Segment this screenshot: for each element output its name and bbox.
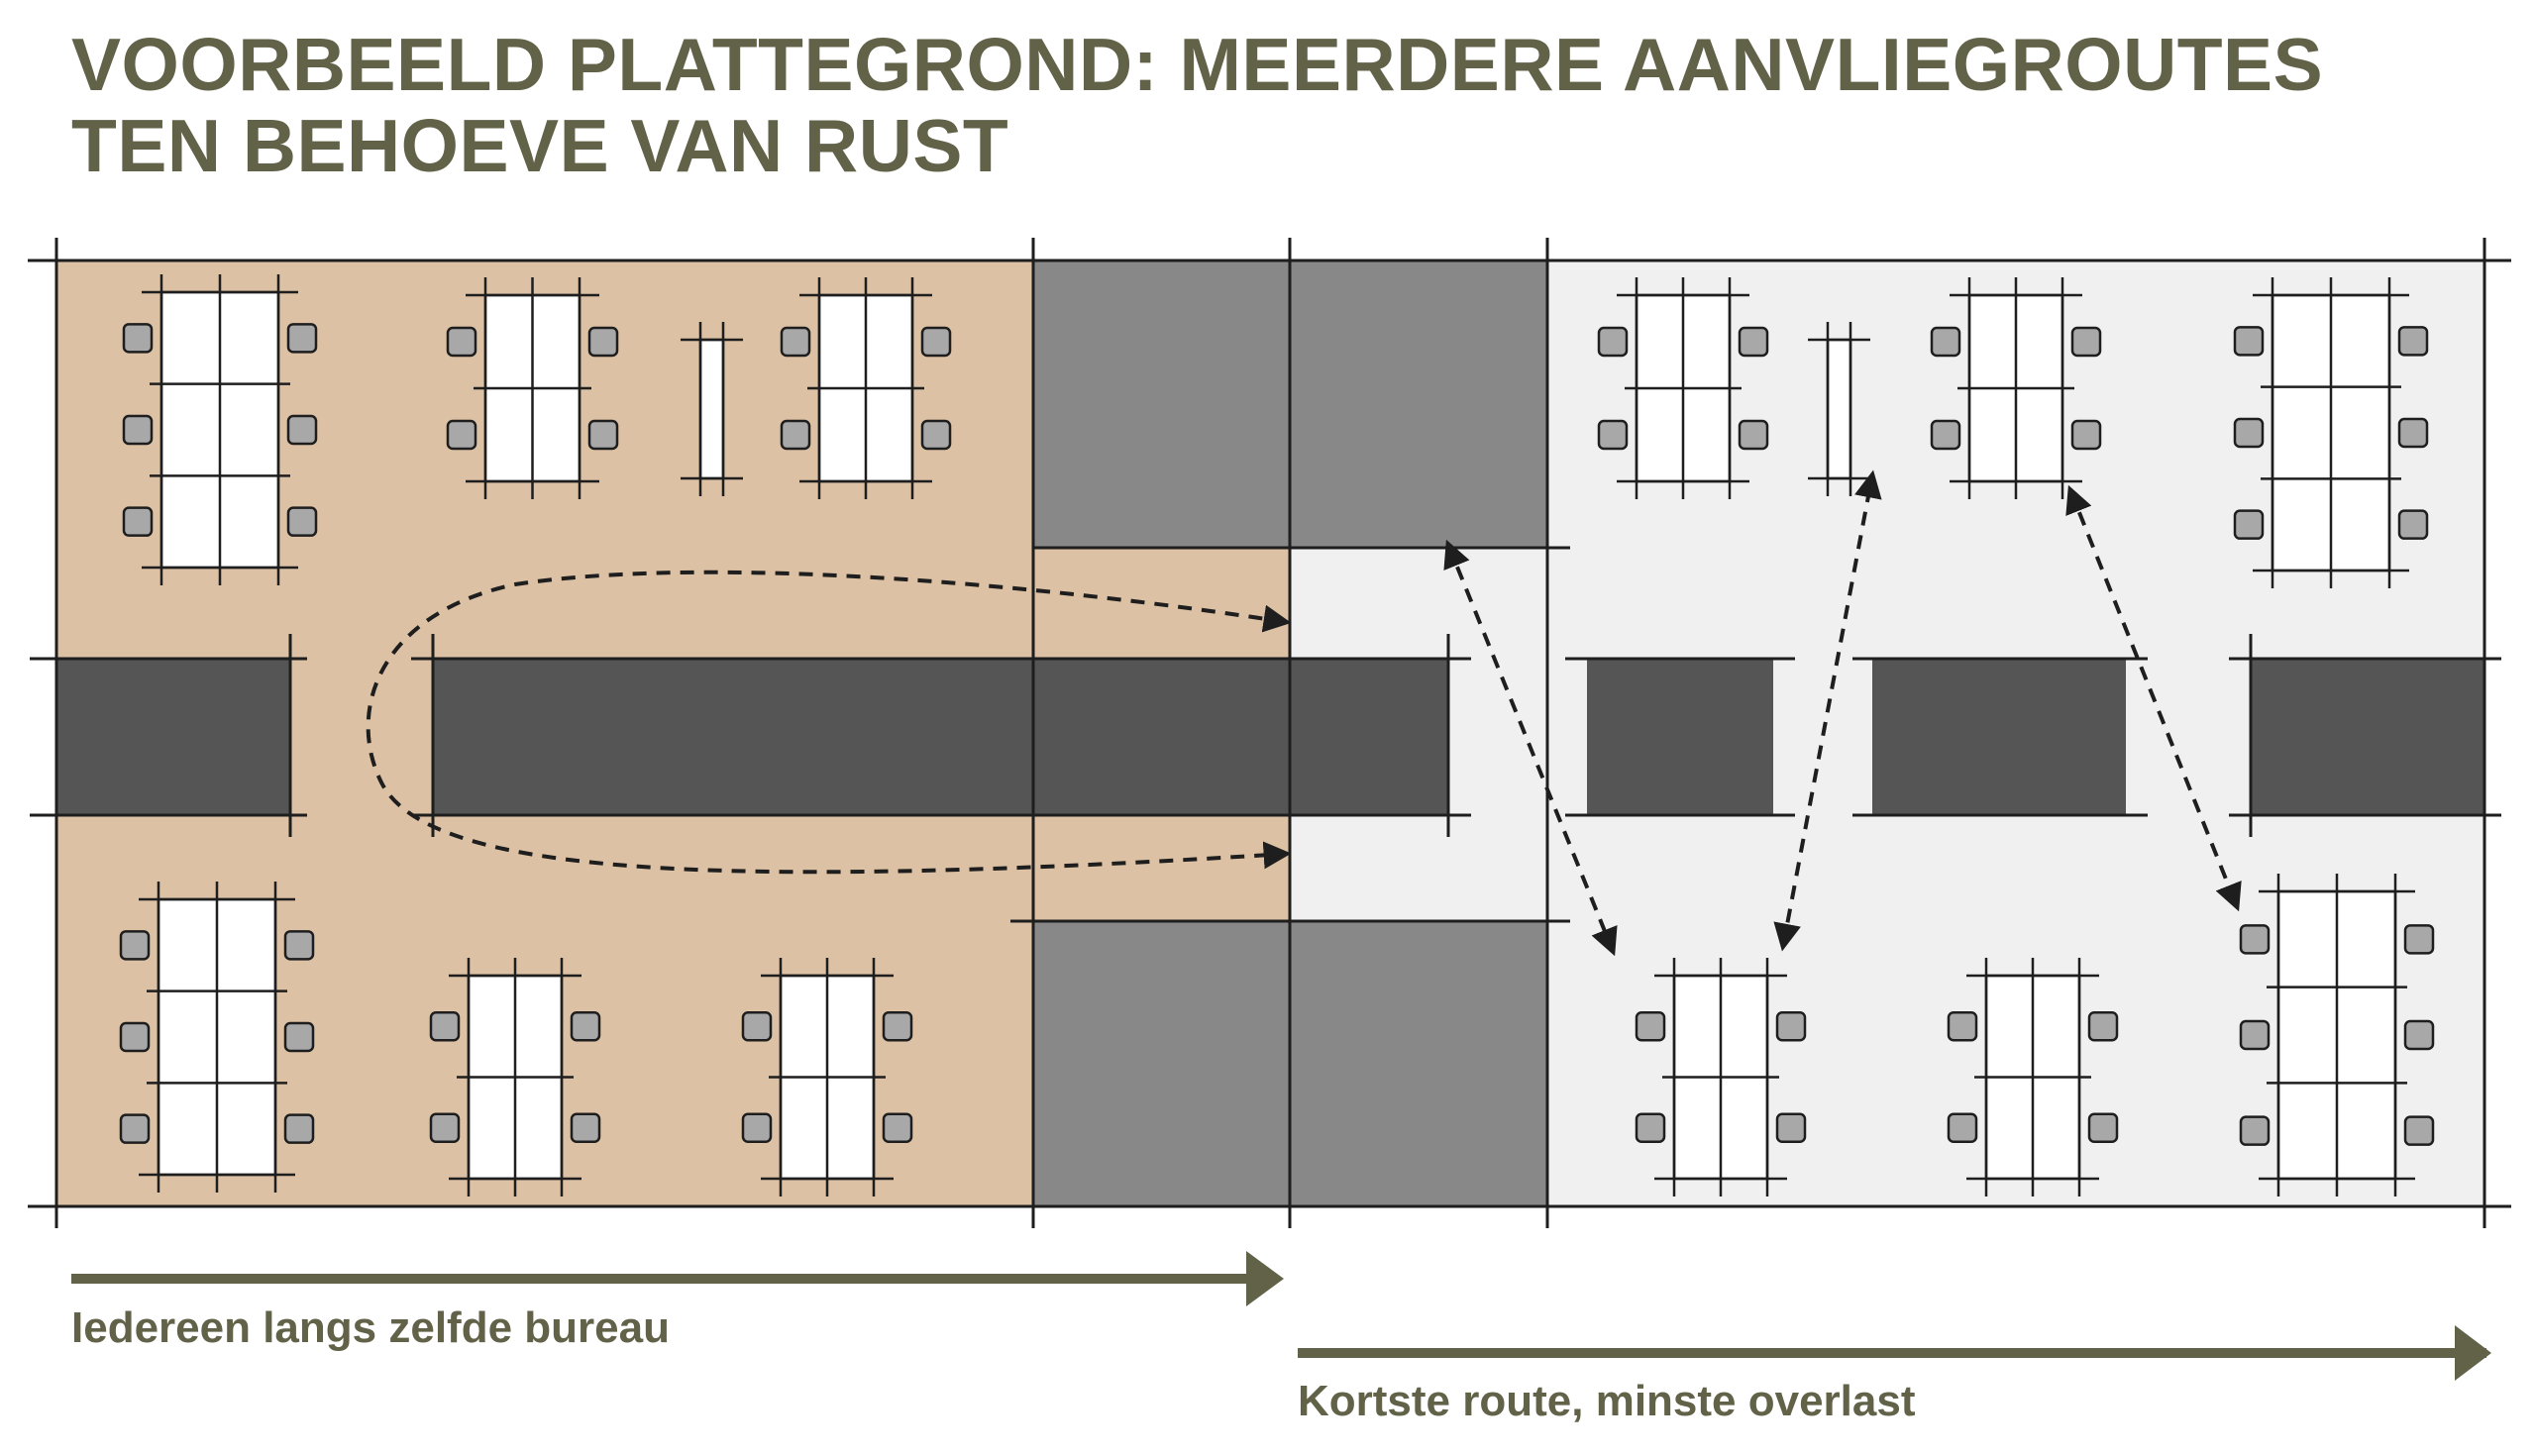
arrow-left-shaft (71, 1274, 1250, 1284)
desk-cluster (1635, 958, 1807, 1196)
chair (446, 326, 477, 358)
chair (587, 419, 619, 451)
chair (1947, 1112, 1978, 1143)
arrow-right-shaft (1298, 1348, 2486, 1358)
chair (2397, 417, 2429, 449)
chair (2070, 326, 2102, 358)
corridor-4 (1872, 659, 2126, 815)
chair (1635, 1011, 1666, 1042)
desk-clusters (119, 274, 2435, 1196)
chair (283, 930, 315, 961)
chair (1738, 419, 1769, 451)
chair (780, 326, 811, 358)
chair (2403, 1019, 2435, 1051)
desk-cluster (2233, 277, 2429, 588)
corridor-1 (56, 659, 290, 815)
chair (283, 1113, 315, 1144)
arrow-right-head (2455, 1325, 2491, 1381)
chair (2239, 1019, 2271, 1051)
desk-cluster (1597, 277, 1769, 499)
chair (2087, 1011, 2119, 1042)
routes (366, 469, 2242, 957)
chair (2403, 1115, 2435, 1146)
desk-cluster (681, 322, 743, 496)
desk-cluster (429, 958, 601, 1196)
chair (122, 414, 154, 446)
route-right-2 (1773, 469, 1882, 952)
bottom-arrows (71, 1251, 2491, 1381)
corridor-5 (2251, 659, 2484, 815)
chair (446, 419, 477, 451)
chair (882, 1112, 913, 1143)
chair (283, 1021, 315, 1053)
chair (2239, 924, 2271, 955)
chair (2070, 419, 2102, 451)
chair (920, 326, 952, 358)
chair (2397, 509, 2429, 540)
chair (1775, 1011, 1807, 1042)
chair (286, 323, 318, 354)
route-right-3 (2065, 484, 2242, 912)
route-loop (366, 570, 1292, 875)
desk (698, 338, 725, 480)
chair (1597, 326, 1629, 358)
corridor-2 (433, 659, 1448, 815)
chair (882, 1011, 913, 1042)
chair (429, 1112, 461, 1143)
corridor-3 (1587, 659, 1773, 815)
page-title: VOORBEELD PLATTEGROND: MEERDERE AANVLIEG… (71, 23, 2324, 187)
desk-cluster (741, 958, 913, 1196)
chair (1775, 1112, 1807, 1143)
caption-right: Kortste route, minste overlast (1298, 1377, 1916, 1425)
chair (2233, 417, 2265, 449)
chair (286, 414, 318, 446)
chair (2403, 924, 2435, 955)
desk-cluster (2239, 874, 2435, 1196)
chair (2239, 1115, 2271, 1146)
desk-cluster (122, 274, 318, 585)
chair (119, 1021, 151, 1053)
chair (780, 419, 811, 451)
chair (1930, 419, 1961, 451)
chair (1947, 1011, 1978, 1042)
chair (429, 1011, 461, 1042)
chair (1930, 326, 1961, 358)
chair (2087, 1112, 2119, 1143)
chair (741, 1011, 773, 1042)
chair (122, 323, 154, 354)
desk-cluster (446, 277, 619, 499)
desk-cluster (780, 277, 952, 499)
chair (2397, 326, 2429, 357)
desk-cluster (1947, 958, 2119, 1196)
route-right-1 (1443, 539, 1618, 957)
arrow-left-head (1246, 1251, 1284, 1306)
chair (2233, 509, 2265, 540)
desk-cluster (119, 882, 315, 1193)
chair (286, 506, 318, 537)
chair (741, 1112, 773, 1143)
desk-cluster (1930, 277, 2102, 499)
chair (119, 930, 151, 961)
chair (2233, 326, 2265, 357)
chair (1597, 419, 1629, 451)
desk (1826, 338, 1852, 480)
chair (570, 1011, 601, 1042)
chair (570, 1112, 601, 1143)
chair (1738, 326, 1769, 358)
chair (920, 419, 952, 451)
chair (119, 1113, 151, 1144)
chair (122, 506, 154, 537)
chair (1635, 1112, 1666, 1143)
chair (587, 326, 619, 358)
caption-left: Iedereen langs zelfde bureau (71, 1303, 670, 1352)
